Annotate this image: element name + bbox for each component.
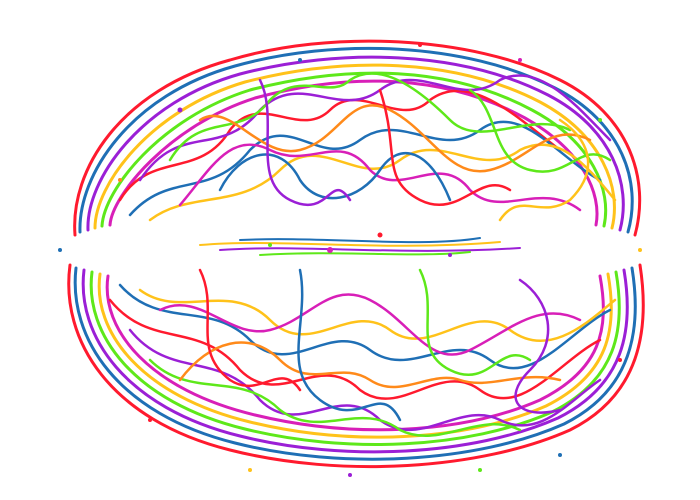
upper-hemisphere bbox=[73, 39, 642, 237]
lower-tangles bbox=[108, 268, 617, 437]
midline-tangles bbox=[199, 237, 521, 256]
lower-hemisphere bbox=[67, 263, 645, 469]
splatter-dots bbox=[58, 43, 642, 477]
upper-tangles bbox=[118, 72, 617, 222]
